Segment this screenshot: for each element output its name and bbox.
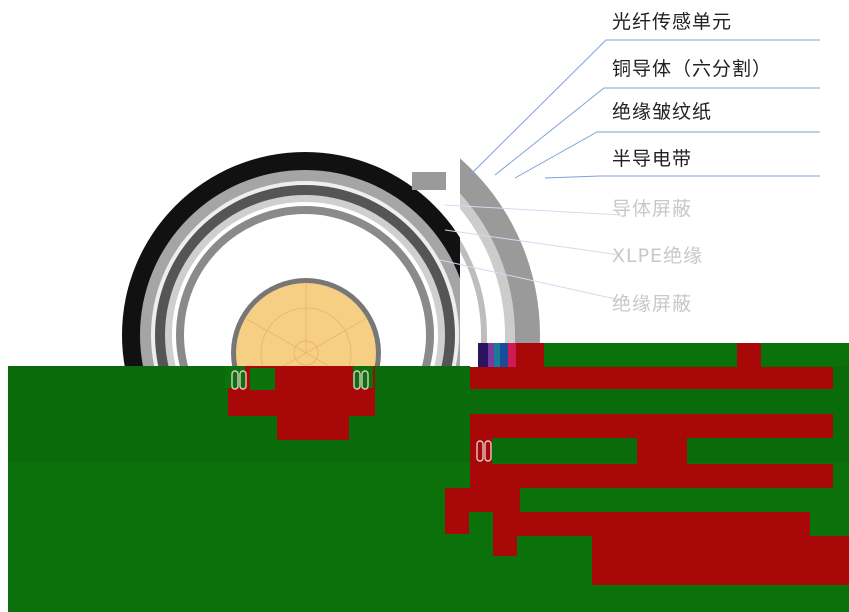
leader-line-paper <box>514 131 820 179</box>
trace-bar-6 <box>493 512 810 536</box>
leader-line-sensor <box>469 39 820 176</box>
label-faded-3: 绝缘屏蔽 <box>612 293 693 315</box>
label-insulation-paper: 绝缘皱纹纸 <box>612 101 713 123</box>
color-glitch-bar <box>470 343 530 367</box>
red-traces <box>225 343 849 585</box>
leader-lines <box>439 39 820 301</box>
trace-bar-1 <box>470 367 833 389</box>
label-semi-conductive-tape: 半导电带 <box>612 148 693 170</box>
label-faded-2: XLPE绝缘 <box>612 245 704 267</box>
trace-bar-2 <box>470 414 833 438</box>
label-copper-conductor: 铜导体（六分割） <box>612 58 773 80</box>
sensor-marker <box>412 172 446 190</box>
leader-line-copper <box>494 87 820 176</box>
trace-bar-8 <box>592 561 849 585</box>
cable-rings-right <box>460 158 540 345</box>
trace-bar-4 <box>470 464 833 488</box>
label-sensor-unit: 光纤传感单元 <box>612 11 733 33</box>
trace-bar-7 <box>592 536 849 561</box>
trace-bar-3 <box>470 438 492 464</box>
trace-left-stem <box>277 412 349 440</box>
leader-line-tape <box>544 175 820 179</box>
trace-bar-5 <box>445 488 520 512</box>
label-faded-1: 导体屏蔽 <box>612 198 693 220</box>
